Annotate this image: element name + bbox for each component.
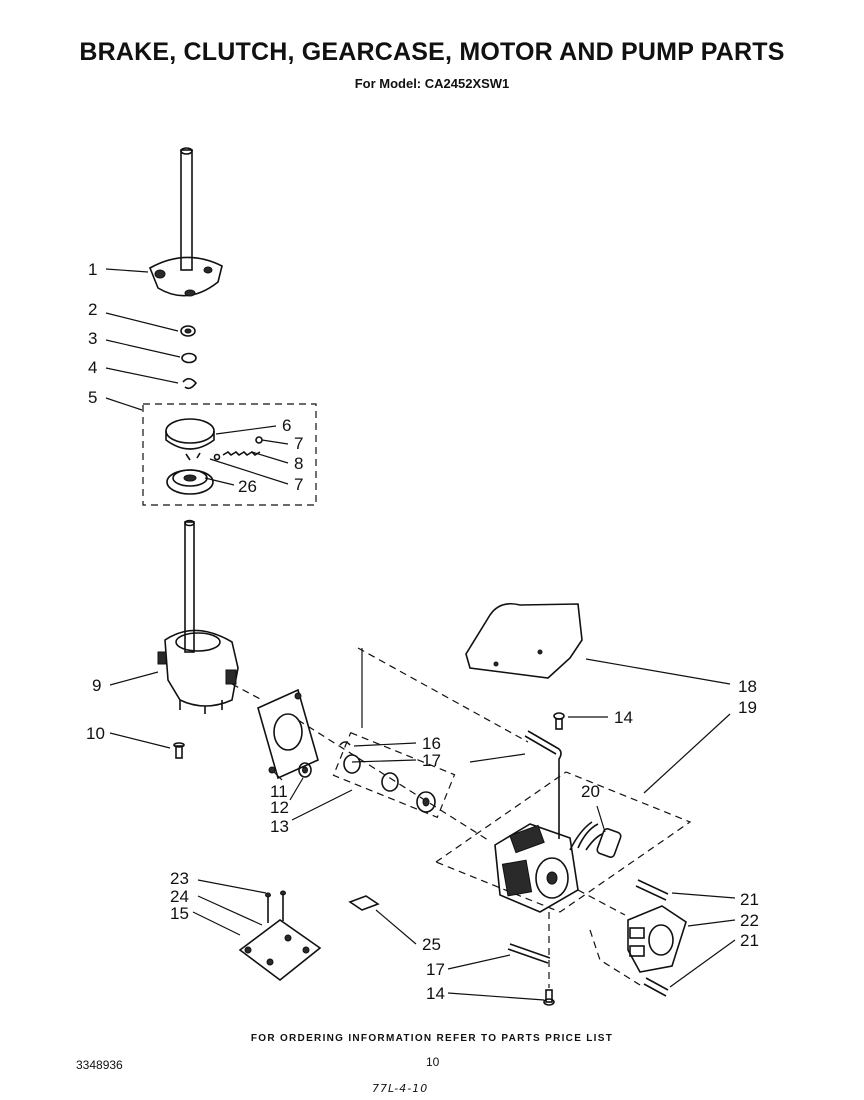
callout-21: 21 <box>740 890 759 909</box>
callout-20: 20 <box>581 782 600 801</box>
part-4-retaining-ring <box>182 377 198 390</box>
callout-25: 25 <box>422 935 441 954</box>
part-14-bolt-lower <box>543 912 555 1006</box>
pump-axis <box>577 889 641 986</box>
part-25-pad <box>348 895 380 911</box>
callout-7: 7 <box>294 434 303 453</box>
callout-17b: 17 <box>426 960 445 979</box>
part-3-washer <box>181 352 197 364</box>
callout-17: 17 <box>422 751 441 770</box>
model-line: For Model: CA2452XSW1 <box>354 76 510 91</box>
part-2-washer <box>180 325 196 337</box>
motor-assembly-box <box>434 771 692 913</box>
ordering-info-note: FOR ORDERING INFORMATION REFER TO PARTS … <box>250 1033 614 1044</box>
part-23-24-screws <box>265 890 286 923</box>
callout-21b: 21 <box>740 931 759 950</box>
callout-12: 12 <box>270 798 289 817</box>
part-14-bolt-upper <box>553 712 565 730</box>
callout-15: 15 <box>170 904 189 923</box>
callout-9: 9 <box>92 676 101 695</box>
callout-24: 24 <box>170 887 189 906</box>
callout-26: 26 <box>238 477 257 496</box>
callout-10: 10 <box>86 724 105 743</box>
part-21-pump-clip-lower <box>643 977 669 997</box>
callout-19: 19 <box>738 698 757 717</box>
part-16-clip <box>339 741 351 746</box>
part-7-8-spring-and-pins <box>213 436 263 461</box>
callout-14b: 14 <box>426 984 445 1003</box>
callout-labels: 1 2 3 4 5 6 7 8 7 26 9 10 16 17 11 12 13… <box>86 260 759 1003</box>
part-21-pump-clip-upper <box>635 879 669 901</box>
callout-23: 23 <box>170 869 189 888</box>
coupling-assembly-box <box>332 731 456 819</box>
clutch-assembly-box <box>142 403 317 506</box>
drive-shaft-upper <box>180 147 193 271</box>
callout-13: 13 <box>270 817 289 836</box>
callout-3: 3 <box>88 329 97 348</box>
page-number: 10 <box>426 1055 440 1069</box>
part-1-brake-cam <box>148 256 223 297</box>
part-20-capacitor <box>596 828 622 858</box>
part-15-motor-bracket <box>238 919 322 982</box>
callout-18: 18 <box>738 677 757 696</box>
part-6-brake-shoe-band <box>165 418 215 450</box>
part-10-bolt <box>173 742 185 759</box>
document-number: 3348936 <box>76 1058 123 1072</box>
assembly-axis-gearcase-pump <box>231 683 489 841</box>
part-11-pump-mount-plate <box>257 688 319 780</box>
drive-shaft-lower <box>184 519 195 653</box>
callout-11: 11 <box>270 782 288 801</box>
callout-8: 8 <box>294 454 303 473</box>
callout-7b: 7 <box>294 475 303 494</box>
callout-1: 1 <box>88 260 97 279</box>
part-17-rod-upper <box>524 730 562 839</box>
callout-4: 4 <box>88 358 97 377</box>
part-12-cap-nut <box>298 762 312 778</box>
motor-body <box>494 823 579 913</box>
part-26-clutch-drum <box>166 452 214 495</box>
handwritten-note: 77L-4-10 <box>372 1082 429 1095</box>
part-17-rod-lower <box>507 943 551 964</box>
motor-wires <box>569 821 603 851</box>
callout-16: 16 <box>422 734 441 753</box>
leader-lines <box>105 268 736 1001</box>
callout-22: 22 <box>740 911 759 930</box>
callout-6: 6 <box>282 416 291 435</box>
part-9-gearcase <box>157 629 239 714</box>
assembly-axis-belt <box>357 647 529 743</box>
callout-5: 5 <box>88 388 97 407</box>
part-18-motor-shield <box>465 602 583 679</box>
callout-14: 14 <box>614 708 633 727</box>
part-22-pump <box>627 905 687 973</box>
callout-2: 2 <box>88 300 97 319</box>
part-13-coupling <box>343 754 436 813</box>
page-title: BRAKE, CLUTCH, GEARCASE, MOTOR AND PUMP … <box>79 38 785 66</box>
